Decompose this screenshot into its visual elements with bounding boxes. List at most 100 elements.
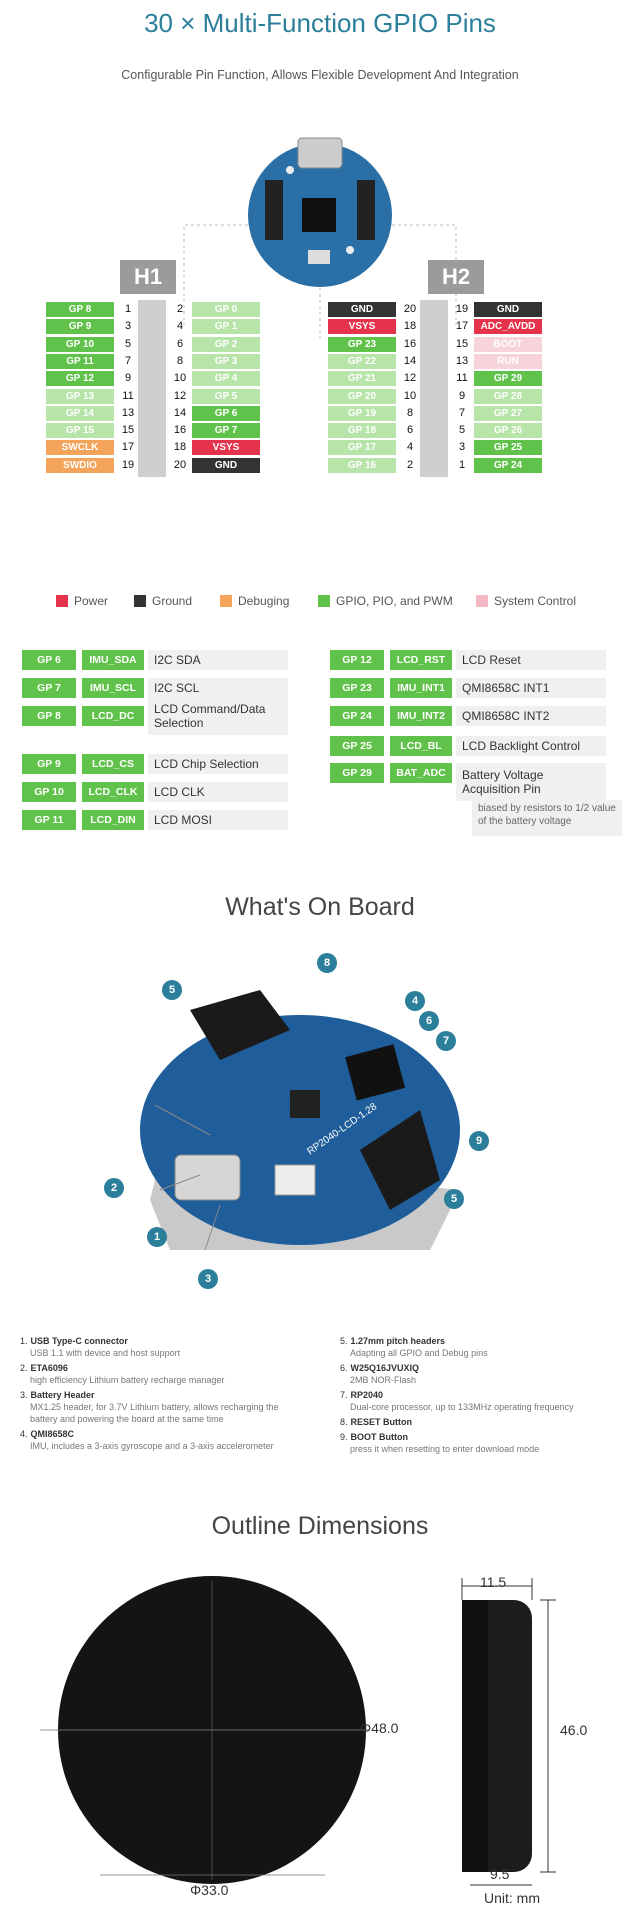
h2-right-num: 11 [456,372,468,385]
h1-right-num: 20 [173,458,187,471]
h1-right-pin: GND [192,457,260,473]
onboard-item-num: 5. [340,1336,348,1346]
h1-right-num: 18 [173,441,187,454]
function-desc: Battery Voltage Acquisition Pin [456,763,606,801]
onboard-item-desc: IMU, includes a 3-axis gyroscope and a 3… [30,1441,274,1451]
h2-right-num: 13 [455,354,469,367]
page-title: 30 × Multi-Function GPIO Pins [144,8,496,38]
h1-left-num: 5 [124,337,132,350]
onboard-item-title: 3.Battery Header [20,1389,300,1401]
dim-outer-diameter: Φ48.0 [360,1720,399,1736]
function-signal: IMU_SDA [82,650,144,670]
h1-right-num: 10 [173,372,187,385]
dim-height: 46.0 [560,1722,588,1738]
onboard-item-desc: Adapting all GPIO and Debug pins [350,1348,488,1358]
h2-right-pin: ADC_AVDD [474,319,542,335]
board-top-illustration [183,137,457,340]
function-desc: LCD Reset [456,650,606,670]
callout-marker: 5 [444,1189,464,1209]
onboard-item-desc: Dual-core processor, up to 133MHz operat… [350,1402,574,1412]
h1-left-pin: SWCLK [46,440,114,456]
function-gp: GP 12 [330,650,384,670]
h1-right-num: 16 [173,424,187,437]
legend-power: Power [74,594,109,608]
function-desc: QMI8658C INT2 [456,706,606,726]
function-gp: GP 8 [22,706,76,726]
h2-left-num: 14 [403,354,417,367]
h1-left-pin: GP 14 [46,405,114,421]
callout-marker: 4 [405,991,425,1011]
h1-left-num: 19 [121,458,135,471]
function-desc: LCD CLK [148,782,288,802]
h2-right-num: 3 [458,441,466,454]
onboard-item-title: 1.USB Type-C connector [20,1335,300,1347]
function-gp: GP 29 [330,763,384,783]
callout-marker: 6 [419,1011,439,1031]
function-signal: LCD_CS [82,754,144,774]
debug-swatch [220,595,232,607]
h2-left-num: 18 [403,320,417,333]
function-gp: GP 7 [22,678,76,698]
function-signal: LCD_CLK [82,782,144,802]
onboard-item-title: 7.RP2040 [340,1389,620,1401]
h2-left-pin: GND [328,302,396,317]
h2-left-pin: GP 18 [328,423,396,439]
onboard-item-title: 2.ETA6096 [20,1362,300,1374]
function-signal: BAT_ADC [390,763,452,783]
h2-left-pin: GP 16 [328,457,396,473]
onboard-item-title: 5.1.27mm pitch headers [340,1335,620,1347]
onboard-item-name: 1.27mm pitch headers [350,1336,446,1346]
h2-right-num: 5 [458,424,466,437]
onboard-item-title: 6.W25Q16JVUXIQ [340,1362,620,1374]
function-gp: GP 23 [330,678,384,698]
h2-right-pin: GP 26 [474,423,542,439]
function-gp: GP 24 [330,706,384,726]
onboard-item-num: 1. [20,1336,28,1346]
onboard-item-desc: 2MB NOR-Flash [350,1375,417,1385]
onboard-item-name: RESET Button [350,1417,413,1427]
onboard-item-num: 8. [340,1417,348,1427]
onboard-item-name: ETA6096 [30,1363,68,1373]
h1-left-num: 1 [124,303,132,315]
onboard-item-desc: high efficiency Lithium battery recharge… [30,1375,225,1385]
function-desc: I2C SDA [148,650,288,670]
callout-marker: 7 [436,1031,456,1051]
dimensions-title: Outline Dimensions [211,1512,429,1540]
onboard-item-name: QMI8658C [30,1429,75,1439]
h1-right-num: 8 [176,354,184,367]
h1-left-pin: SWDIO [46,457,114,473]
onboard-item-name: BOOT Button [350,1432,409,1442]
h2-right-num: 17 [455,320,469,333]
h1-connector [138,300,166,477]
h1-right-pin: GP 1 [192,319,260,335]
sys-swatch [476,595,488,607]
h2-right-pin: GND [474,302,542,317]
onboard-item-name: Battery Header [30,1390,95,1400]
function-desc: LCD Backlight Control [456,736,606,756]
h2-left-pin: GP 23 [328,336,396,352]
function-desc: LCD MOSI [148,810,288,830]
dim-width-bottom: 9.5 [490,1866,510,1882]
h1-right-pin: GP 6 [192,405,260,421]
function-gp: GP 25 [330,736,384,756]
bat-note: biased by resistors to 1/2 value of the … [472,800,622,836]
onboard-item-name: USB Type-C connector [30,1336,128,1346]
h2-left-pin: GP 20 [328,388,396,404]
legend-debug: Debuging [238,594,290,608]
legend-sys: System Control [494,594,577,608]
